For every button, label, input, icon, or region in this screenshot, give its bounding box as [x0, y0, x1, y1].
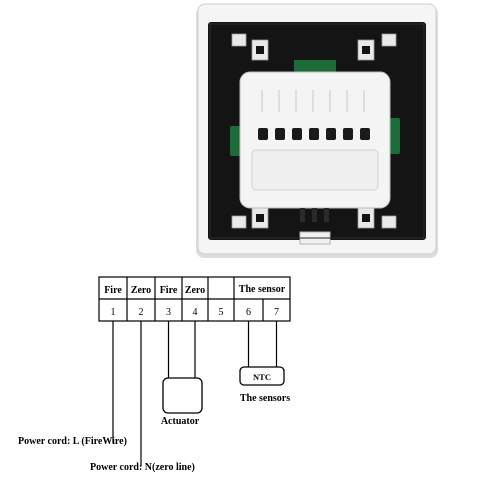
screw-hole-6: [343, 128, 353, 140]
screw-hole-2: [275, 128, 285, 140]
terminal-number-1: 1: [111, 307, 116, 318]
terminal-number-3: 3: [166, 307, 171, 318]
terminal-number-7: 7: [274, 307, 279, 318]
sensors-label: The sensors: [240, 393, 290, 404]
power-cord-l-label: Power cord: L (FireWire): [18, 436, 127, 447]
left-green-clip: [230, 126, 240, 156]
header-fire-3: Fire: [160, 285, 178, 296]
header-zero-2: Zero: [131, 285, 151, 296]
screw-hole-3: [292, 128, 302, 140]
header-the-sensor: The sensor: [239, 284, 286, 295]
terminal-number-4: 4: [193, 307, 198, 318]
thermostat-back-photo: [196, 3, 438, 258]
right-green-clip: [390, 118, 400, 154]
terminal-number-5: 5: [219, 307, 224, 318]
terminal-screw-holes: [258, 128, 370, 140]
header-zero-4: Zero: [185, 285, 205, 296]
screw-hole-7: [360, 128, 370, 140]
top-green-latch: [294, 60, 336, 74]
ntc-box: [239, 366, 285, 386]
screw-hole-5: [326, 128, 336, 140]
terminal-number-6: 6: [246, 307, 251, 318]
actuator-box: [162, 377, 203, 414]
power-cord-n-label: Power cord: N(zero line): [90, 462, 195, 473]
terminal-ribs: [261, 90, 365, 112]
screw-hole-1: [258, 128, 268, 140]
ntc-label: NTC: [253, 372, 271, 382]
actuator-label: Actuator: [161, 416, 200, 427]
header-fire-1: Fire: [104, 285, 122, 296]
screw-hole-4: [309, 128, 319, 140]
wiring-lines: [112, 321, 278, 466]
terminal-number-2: 2: [139, 307, 144, 318]
